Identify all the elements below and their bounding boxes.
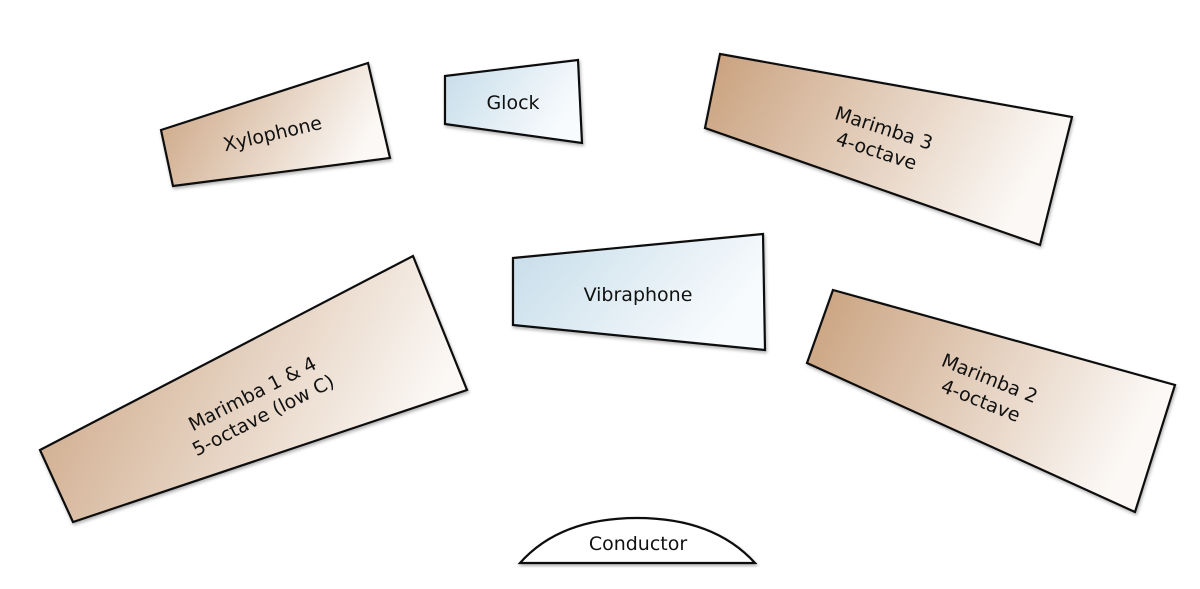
glock: Glock <box>443 58 584 145</box>
conductor-label: Conductor <box>589 533 688 555</box>
marimba-2: Marimba 2 4-octave <box>805 288 1177 514</box>
glock-label: Glock <box>486 92 539 114</box>
vibraphone: Vibraphone <box>511 232 767 352</box>
vibraphone-label: Vibraphone <box>584 284 693 306</box>
xylophone: Xylophone <box>159 61 392 188</box>
conductor: Conductor <box>517 516 758 565</box>
marimba-1-and-4: Marimba 1 & 4 5-octave (low C) <box>38 254 469 524</box>
marimba-3: Marimba 3 4-octave <box>703 52 1074 247</box>
